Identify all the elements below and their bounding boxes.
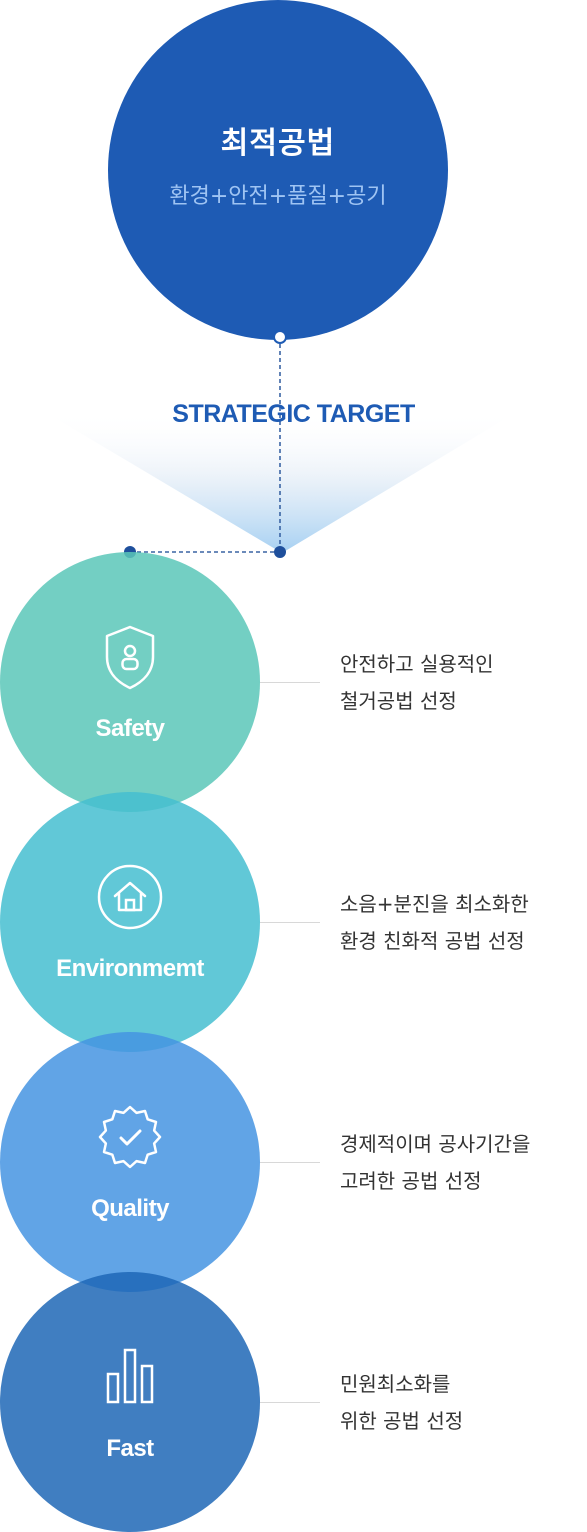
badge-check-icon <box>98 1105 162 1169</box>
fast-label: Fast <box>106 1435 154 1462</box>
quality-desc-line-2: 고려한 공법 선정 <box>340 1169 482 1193</box>
fast-description: 민원최소화를 위한 공법 선정 <box>340 1366 587 1440</box>
strategic-target-label: STRATEGIC TARGET <box>172 400 415 428</box>
safety-label: Safety <box>95 715 165 742</box>
environment-description: 소음+분진을 최소화한 환경 친화적 공법 선정 <box>340 886 587 960</box>
environment-desc-line-1: 소음+분진을 최소화한 <box>340 892 529 916</box>
home-icon <box>97 864 163 930</box>
shield-user-icon <box>105 625 155 690</box>
fast-desc-line-1: 민원최소화를 <box>340 1372 451 1396</box>
optimal-method-circle <box>108 0 448 340</box>
environment-circle <box>0 792 260 1052</box>
safety-circle <box>0 552 260 812</box>
safety-desc-line-2: 철거공법 선정 <box>340 689 457 713</box>
quality-description: 경제적이며 공사기간을 고려한 공법 선정 <box>340 1126 587 1200</box>
safety-connector-line <box>260 682 320 683</box>
fast-desc-line-2: 위한 공법 선정 <box>340 1409 464 1433</box>
fast-connector-line <box>260 1402 320 1403</box>
optimal-method-subtitle: 환경+안전+품질+공기 <box>169 184 387 209</box>
safety-description: 안전하고 실용적인 철거공법 선정 <box>340 646 587 720</box>
right-anchor-dot <box>274 546 286 558</box>
target-funnel <box>50 410 520 553</box>
environment-label: Environmemt <box>56 955 204 982</box>
quality-circle <box>0 1032 260 1292</box>
safety-desc-line-1: 안전하고 실용적인 <box>340 652 494 676</box>
environment-desc-line-2: 환경 친화적 공법 선정 <box>340 929 525 953</box>
quality-label: Quality <box>91 1195 169 1222</box>
quality-connector-line <box>260 1162 320 1163</box>
environment-connector-line <box>260 922 320 923</box>
bars-icon <box>106 1348 154 1404</box>
optimal-method-title: 최적공법 <box>220 126 336 161</box>
quality-desc-line-1: 경제적이며 공사기간을 <box>340 1132 531 1156</box>
